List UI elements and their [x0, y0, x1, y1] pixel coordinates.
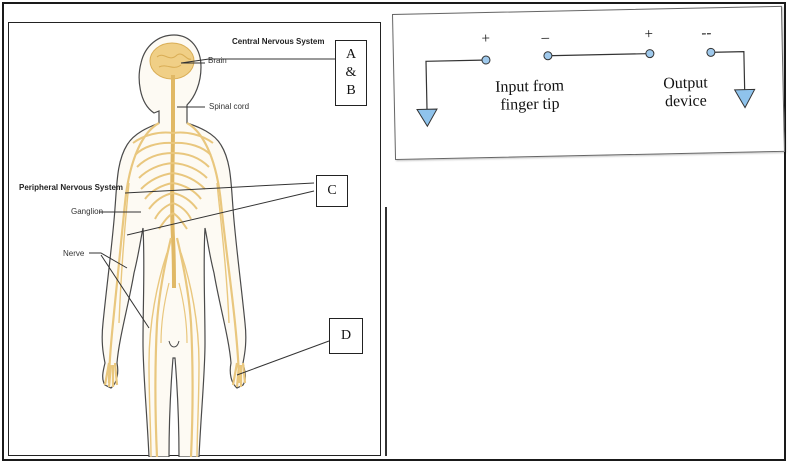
- input-label-line1: Input from: [494, 77, 565, 96]
- ground-left-icon: [416, 108, 438, 128]
- body-illustration: [89, 34, 335, 457]
- leg-nerves: [148, 237, 200, 457]
- output-minus-sign: --: [701, 25, 712, 42]
- spinal-cord-shape: [170, 75, 176, 289]
- peripheral-nervous-system-heading: Peripheral Nervous System: [19, 183, 124, 192]
- input-negative-terminal: [543, 51, 553, 61]
- brain-label: Brain: [208, 56, 227, 65]
- label-box-c: C: [316, 175, 348, 207]
- output-plus-sign: +: [644, 26, 654, 43]
- label-box-d: D: [329, 318, 363, 354]
- nervous-system-panel: Central Nervous System Brain Spinal cord…: [8, 22, 381, 457]
- circuit-panel: + – + -- Input from finger tip Output de…: [392, 5, 785, 160]
- vertical-divider: [385, 207, 387, 456]
- input-minus-sign: –: [541, 29, 550, 46]
- nerve-label: Nerve: [63, 249, 85, 258]
- circuit-wires: [425, 51, 746, 110]
- label-box-a-and-b: A & B: [335, 40, 367, 106]
- spinal-cord-label: Spinal cord: [209, 102, 250, 111]
- label-ampersand: &: [345, 65, 357, 80]
- output-positive-terminal: [645, 49, 655, 59]
- ganglion-label: Ganglion: [71, 207, 104, 216]
- outer-frame: [2, 2, 786, 461]
- input-plus-sign: +: [481, 30, 491, 48]
- arm-nerves: [103, 122, 247, 388]
- label-a: A: [345, 47, 357, 62]
- ground-right-icon: [733, 88, 756, 109]
- input-label: Input from finger tip: [484, 77, 575, 115]
- label-b: B: [346, 83, 356, 98]
- label-leader-lines: [89, 58, 335, 376]
- output-negative-terminal: [706, 47, 716, 57]
- brain-folds: [156, 53, 192, 68]
- input-label-line2: finger tip: [500, 95, 560, 114]
- pelvis-outline: [168, 340, 180, 348]
- circuit-diagram: [416, 47, 756, 128]
- output-label-line2: device: [664, 92, 707, 111]
- intercostal-nerves: [132, 131, 214, 230]
- input-positive-terminal: [481, 55, 491, 65]
- central-nervous-system-heading: Central Nervous System: [232, 37, 325, 46]
- brain-shape: [149, 42, 195, 80]
- output-label-line1: Output: [663, 74, 708, 93]
- output-label: Output device: [650, 74, 721, 111]
